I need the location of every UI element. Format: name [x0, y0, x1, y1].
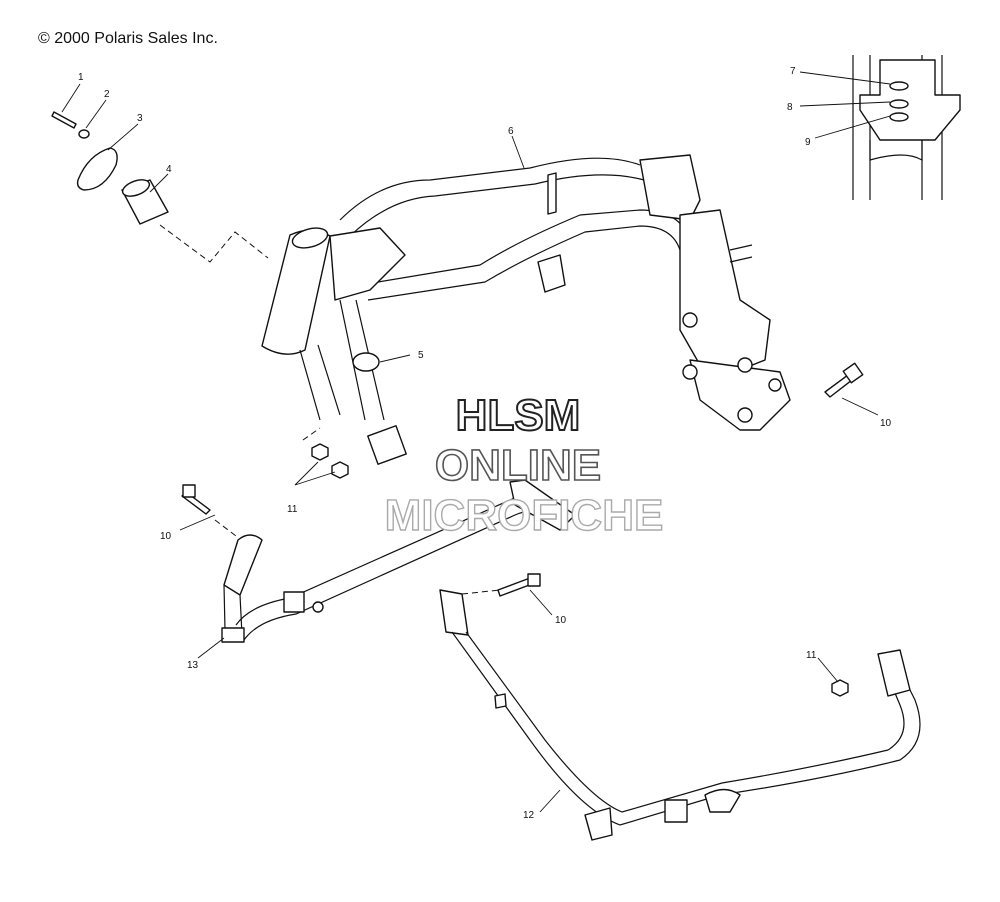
bolt-10-right	[824, 362, 864, 398]
callout-1: 1	[78, 72, 84, 83]
callout-12: 12	[523, 810, 535, 821]
watermark: HLSM ONLINE MICROFICHE	[384, 390, 664, 541]
callout-10-left: 10	[160, 531, 172, 542]
callout-8: 8	[787, 102, 793, 113]
callout-9: 9	[805, 137, 811, 148]
inset-detail	[852, 55, 961, 200]
callout-6: 6	[508, 126, 514, 137]
watermark-line-2: ONLINE	[435, 441, 601, 490]
callout-4: 4	[166, 164, 172, 175]
lower-rail	[439, 573, 921, 841]
callout-labels: 1 2 3 4 5 6 7 8 9 10 11 10 11 10 11 12 1…	[78, 66, 892, 821]
callout-11-right: 11	[806, 650, 817, 661]
main-frame	[261, 154, 791, 465]
callout-10-center: 10	[555, 615, 567, 626]
front-subframe	[181, 479, 576, 643]
callout-7: 7	[790, 66, 796, 77]
callout-10-right: 10	[880, 418, 892, 429]
callout-5: 5	[418, 350, 424, 361]
watermark-line-3: MICROFICHE	[385, 491, 664, 540]
nuts-11-left	[294, 427, 349, 486]
hardware-exploded	[51, 111, 269, 263]
callout-3: 3	[137, 113, 143, 124]
callout-13: 13	[187, 660, 199, 671]
callout-2: 2	[104, 89, 110, 100]
callout-11-left: 11	[287, 504, 298, 515]
watermark-line-1: HLSM	[456, 391, 581, 440]
leader-lines	[61, 71, 891, 813]
copyright-text: © 2000 Polaris Sales Inc.	[38, 30, 218, 47]
